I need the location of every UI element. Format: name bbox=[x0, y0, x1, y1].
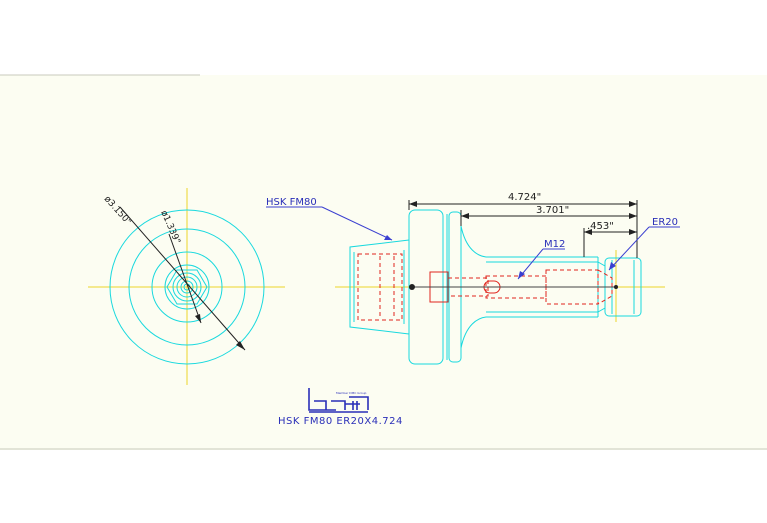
holder-type-label: HSK FM80 bbox=[266, 197, 317, 208]
body-length-arrow-right bbox=[629, 213, 637, 219]
body-circle bbox=[151, 251, 223, 323]
body-taper-bottom bbox=[460, 316, 598, 349]
thread-label: M12 bbox=[544, 239, 565, 250]
collet-label: ER20 bbox=[652, 217, 678, 228]
nut-circle bbox=[164, 264, 210, 310]
overall-length-label: 4.724" bbox=[508, 192, 541, 203]
part-title: HSK FM80 ER20X4.724 bbox=[278, 416, 403, 427]
outer-diameter-line bbox=[119, 206, 246, 351]
logo-mark bbox=[308, 388, 369, 411]
nose-length-arrow-left bbox=[584, 229, 592, 235]
outer-diameter-arrow bbox=[236, 341, 245, 350]
bore-circle-3 bbox=[180, 280, 194, 294]
body-length-label: 3.701" bbox=[536, 205, 569, 216]
bore-circle-1 bbox=[172, 272, 202, 302]
hidden-shank-bore bbox=[357, 253, 403, 321]
inner-diameter-line bbox=[168, 233, 202, 324]
inner-diameter-arrow bbox=[195, 314, 201, 323]
bore-circle-2 bbox=[176, 276, 198, 298]
outer-flange-circle bbox=[109, 209, 265, 365]
drawing-sheet bbox=[0, 75, 767, 450]
logo-tagline: Member DMC Group bbox=[336, 391, 366, 395]
holder-type-leader bbox=[321, 206, 393, 241]
thread-arrow bbox=[518, 271, 525, 279]
body-length-arrow-left bbox=[461, 213, 469, 219]
title-block: Member DMC Group HSK FM80 ER20X4.724 bbox=[278, 388, 403, 427]
hex-nut-outline bbox=[166, 269, 208, 305]
overall-length-arrow-left bbox=[409, 201, 417, 207]
hidden-collet-cone bbox=[597, 269, 613, 305]
rear-center-point bbox=[409, 284, 415, 290]
nose-length-label: .453" bbox=[587, 221, 614, 232]
overall-length-arrow-right bbox=[629, 201, 637, 207]
body-taper-top bbox=[460, 225, 598, 258]
collet-arrow bbox=[609, 262, 616, 270]
side-view: 4.724" 3.701" .453" HSK FM80 M12 ER20 bbox=[266, 192, 680, 365]
flange-inner-circle bbox=[128, 228, 246, 346]
hsk-shank-outline bbox=[349, 239, 410, 335]
nose-length-arrow-right bbox=[629, 229, 637, 235]
holder-type-arrow bbox=[384, 235, 392, 240]
front-center-point bbox=[614, 285, 618, 289]
collet-leader bbox=[608, 226, 650, 271]
brand-logo: Member DMC Group bbox=[308, 388, 369, 413]
